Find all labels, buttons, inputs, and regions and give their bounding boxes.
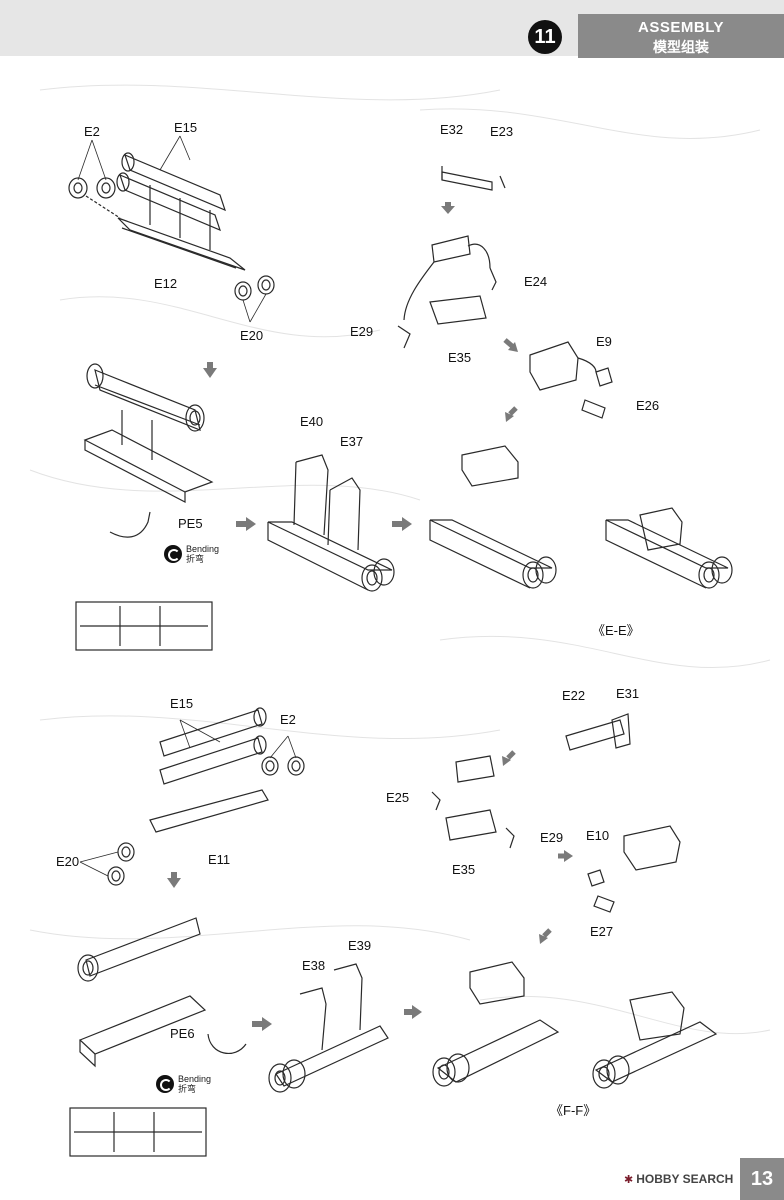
finished-view-f-f [592,991,718,1089]
label-e20-top: E20 [240,328,264,343]
e40-e37-assembly-step [267,454,395,592]
section-title-box: ASSEMBLY 模型组装 [578,14,784,58]
pe5-assembly-step [83,363,214,538]
label-e31: E31 [616,686,640,701]
bending-label-zh: 折弯 [178,1084,197,1094]
arrow-right-icon [412,1005,422,1019]
arrow-right-icon [246,517,256,531]
bending-note-2: Bending 折弯 [156,1074,211,1094]
hobby-search-logo: ✱ HOBBY SEARCH [624,1172,733,1186]
arrow-right-icon [262,1017,272,1031]
label-e24: E24 [524,274,548,289]
step-number: 11 [534,25,556,48]
label-e32: E32 [440,122,464,137]
section-title-en: ASSEMBLY [638,19,724,36]
pe6-assembly-step [77,917,247,1068]
page-number: 13 [750,1167,774,1190]
bending-note-1: Bending 折弯 [164,544,219,564]
arrow-down-icon [441,206,455,214]
mount-on-launcher-f [432,961,560,1087]
label-e11: E11 [208,852,231,867]
label-e39: E39 [348,938,372,953]
background-ghost-lines [29,84,771,1035]
e38-e39-assembly-step [268,963,389,1093]
label-e25: E25 [386,790,410,805]
label-e2-top: E2 [84,124,100,139]
bending-icon [156,1075,174,1093]
arrow-down-icon [167,878,181,888]
mount-on-launcher-e [429,445,557,589]
arrow-diagonal-icon [508,342,518,352]
label-e26: E26 [636,398,660,413]
arrow-down-icon [203,368,217,378]
mount-bracket-assembly-bottom [431,713,681,913]
label-view-e-e: 《E-E》 [592,623,640,638]
label-e20-bottom: E20 [56,854,80,869]
page-number-tab: 13 [740,1158,784,1200]
top-left-exploded-assembly [68,152,275,301]
bending-label-en: Bending [178,1074,212,1084]
bending-label-zh: 折弯 [186,554,205,564]
arrow-diagonal-icon [539,934,548,944]
label-e40: E40 [300,414,324,429]
label-e27: E27 [590,924,614,939]
label-e22: E22 [562,688,586,703]
label-pe5: PE5 [178,516,203,531]
label-e29-bottom: E29 [540,830,564,845]
arrow-diagonal-icon [542,928,552,938]
label-e15-top: E15 [174,120,198,135]
label-e10: E10 [586,828,610,843]
label-e35-top: E35 [448,350,472,365]
label-e37: E37 [340,434,364,449]
mount-bracket-assembly-top [397,166,506,349]
e9-e26-mount-group [529,341,613,419]
bottom-left-exploded-assembly [107,707,305,886]
arrow-diagonal-icon [502,756,511,766]
finished-view-e-e [605,507,733,589]
label-pe6: PE6 [170,1026,195,1041]
label-view-f-f: 《F-F》 [550,1103,597,1118]
label-e23: E23 [490,124,514,139]
top-view-reference-box-2 [69,1107,207,1157]
step-number-badge: 11 [528,20,562,54]
label-e15-bottom: E15 [170,696,194,711]
label-e29-top: E29 [350,324,374,339]
arrow-diagonal-icon [503,338,514,348]
bending-label-en: Bending [186,544,220,554]
label-leader-lines [77,135,297,877]
label-e12: E12 [154,276,178,291]
arrow-right-icon [402,517,412,531]
label-e38: E38 [302,958,326,973]
top-view-reference-box-1 [75,601,213,651]
bending-icon [164,545,182,563]
instruction-drawing: E2 E15 E12 E20 PE5 Bending 折弯 E32 E23 E2… [0,56,784,1200]
label-e9: E9 [596,334,612,349]
logo-text: HOBBY SEARCH [636,1172,734,1186]
arrow-diagonal-icon [508,406,518,416]
section-title-zh: 模型组装 [653,39,709,55]
arrow-diagonal-icon [506,750,516,760]
logo-mark-icon: ✱ [624,1173,634,1186]
arrow-diagonal-icon [505,412,514,422]
label-e2-bottom: E2 [280,712,296,727]
arrow-right-icon [564,850,573,862]
instruction-line-art [29,84,771,1157]
label-e35-bottom: E35 [452,862,476,877]
